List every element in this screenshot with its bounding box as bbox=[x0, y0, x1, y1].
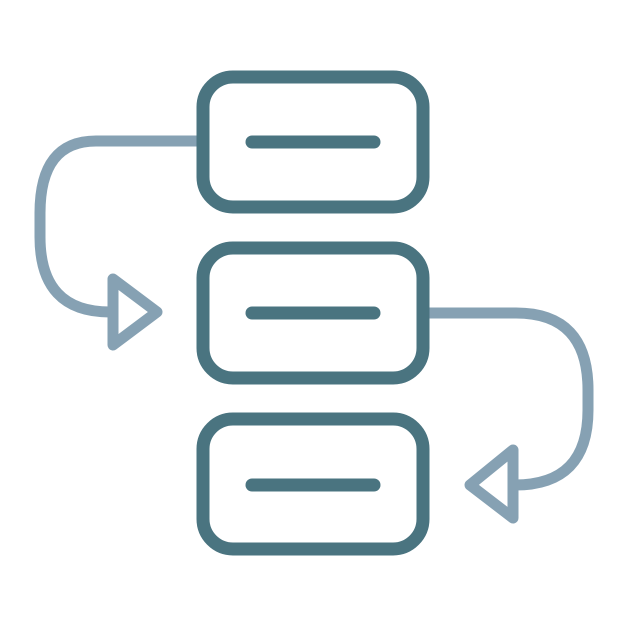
block-top bbox=[196, 70, 430, 214]
left-loop-arrow-path bbox=[34, 135, 206, 318]
block-top-frame bbox=[196, 70, 430, 214]
right-loop-arrow-path bbox=[420, 307, 594, 491]
block-bottom-frame bbox=[196, 412, 430, 556]
block-middle-frame bbox=[196, 241, 430, 385]
right-loop-arrowhead bbox=[464, 444, 519, 524]
left-loop-arrowhead bbox=[107, 273, 163, 351]
left-loop-arrow-icon bbox=[34, 135, 206, 351]
block-bottom bbox=[196, 412, 430, 556]
right-loop-arrow-icon bbox=[420, 307, 594, 524]
block-middle bbox=[196, 241, 430, 385]
